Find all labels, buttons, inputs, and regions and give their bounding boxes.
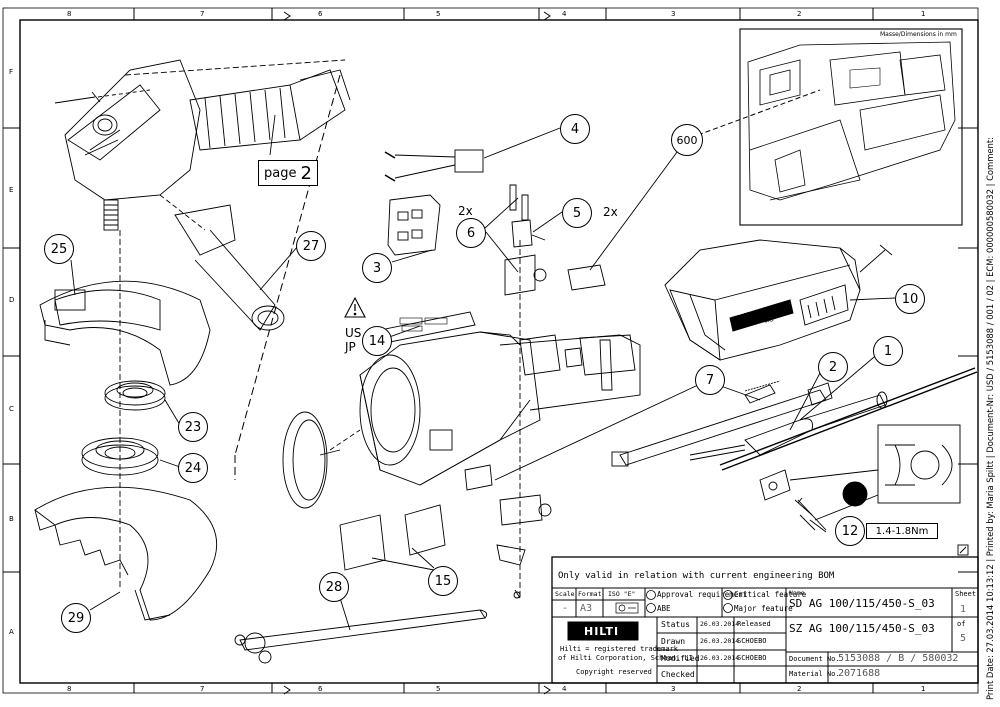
status-date: 26.03.2014 <box>700 620 740 628</box>
status-value: Released <box>737 620 771 628</box>
status-label: Status <box>661 620 690 629</box>
grid-col-3-top: 3 <box>671 10 676 18</box>
callout-15: 15 <box>428 566 458 596</box>
grid-col-7-top: 7 <box>200 10 205 18</box>
callout-27: 27 <box>296 231 326 261</box>
callout-600: 600 <box>671 124 703 156</box>
callout-29: 29 <box>61 603 91 633</box>
trademark-line-2: of Hilti Corporation, Schaan, LI <box>558 654 693 662</box>
grid-col-2-top: 2 <box>797 10 802 18</box>
grid-col-8-top: 8 <box>67 10 72 18</box>
document-no-label: Document No. <box>789 655 840 663</box>
grid-col-7-bottom: 7 <box>200 685 205 693</box>
grid-row-d: D <box>9 296 15 304</box>
grid-col-3-bottom: 3 <box>671 685 676 693</box>
scale-value: - <box>562 603 569 614</box>
torque-spec: 1.4-1.8Nm <box>866 523 938 539</box>
callout-10: 10 <box>895 284 925 314</box>
grid-col-6-bottom: 6 <box>318 685 323 693</box>
format-value: A3 <box>580 603 593 614</box>
copyright: Copyright reserved <box>576 668 652 676</box>
sheet-label: Sheet <box>955 590 977 598</box>
grid-col-5-bottom: 5 <box>436 685 441 693</box>
grid-col-2-bottom: 2 <box>797 685 802 693</box>
name-label: Name <box>789 589 805 597</box>
print-info-vertical: Print Date: 27.03.2014 10:13:12 | Printe… <box>985 137 995 700</box>
abe-label: ABE <box>657 604 671 613</box>
qty-label-5: 2x <box>603 205 618 219</box>
callout-5: 5 <box>562 198 592 228</box>
bom-note: Only valid in relation with current engi… <box>558 571 835 581</box>
callout-23: 23 <box>178 412 208 442</box>
callout-4: 4 <box>560 114 590 144</box>
grid-col-4-top: 4 <box>562 10 567 18</box>
region-jp: JP <box>345 340 356 354</box>
region-us: US <box>345 326 362 340</box>
grid-col-8-bottom: 8 <box>67 685 72 693</box>
material-no-value: 2071688 <box>838 668 881 679</box>
grid-row-e: E <box>9 186 14 194</box>
callout-25: 25 <box>44 234 74 264</box>
sheet-total: 5 <box>960 633 967 644</box>
checked-label: Checked <box>661 670 695 679</box>
page-reference-box: page 2 <box>258 160 318 186</box>
grid-row-b: B <box>9 515 14 523</box>
callout-6: 6 <box>456 218 486 248</box>
drawing-name-1: SD AG 100/115/450-S_03 <box>789 597 935 610</box>
drawn-date: 26.03.2014 <box>700 637 740 645</box>
document-no-value: 5153088 / B / 580032 <box>838 653 959 664</box>
grid-row-f: F <box>9 68 14 76</box>
callout-12: 12 <box>835 516 865 546</box>
drawing-name-2: SZ AG 100/115/450-S_03 <box>789 622 935 635</box>
drawn-value: SCHOEBO <box>737 637 767 645</box>
scale-label: Scale <box>555 590 575 598</box>
iso-label: ISO "E" <box>608 590 636 598</box>
page-ref-text: page <box>264 165 297 181</box>
dimensions-note: Masse/Dimensions in mm <box>880 31 957 38</box>
modified-value: SCHOEBO <box>737 654 767 662</box>
grid-col-1-top: 1 <box>921 10 926 18</box>
sheet-number: 1 <box>960 604 967 615</box>
material-no-label: Material No. <box>789 670 840 678</box>
major-feature: Major feature <box>734 604 793 613</box>
drawn-label: Drawn <box>661 637 686 646</box>
format-label: Format <box>578 590 602 598</box>
grid-col-5-top: 5 <box>436 10 441 18</box>
qty-label-6: 2x <box>458 204 473 218</box>
hilti-logo: HILTI <box>584 625 620 638</box>
page-ref-number: 2 <box>300 162 312 184</box>
grid-row-a: A <box>9 628 14 636</box>
grid-col-4-bottom: 4 <box>562 685 567 693</box>
modified-date: 26.03.2014 <box>700 654 740 662</box>
grid-col-1-bottom: 1 <box>921 685 926 693</box>
callout-3: 3 <box>362 253 392 283</box>
callout-24: 24 <box>178 453 208 483</box>
callout-28: 28 <box>319 572 349 602</box>
grid-row-c: C <box>9 405 14 413</box>
callout-14: 14 <box>362 326 392 356</box>
trademark-line-1: Hilti = registered trademark <box>560 645 679 653</box>
sheet-of: of <box>957 620 966 628</box>
callout-2: 2 <box>818 352 848 382</box>
callout-1: 1 <box>873 336 903 366</box>
modified-label: Modified <box>661 654 700 663</box>
callout-7: 7 <box>695 365 725 395</box>
critical-feature: Critical feature <box>734 590 807 599</box>
approval-requirement: Approval requirement <box>657 590 748 599</box>
grid-col-6-top: 6 <box>318 10 323 18</box>
